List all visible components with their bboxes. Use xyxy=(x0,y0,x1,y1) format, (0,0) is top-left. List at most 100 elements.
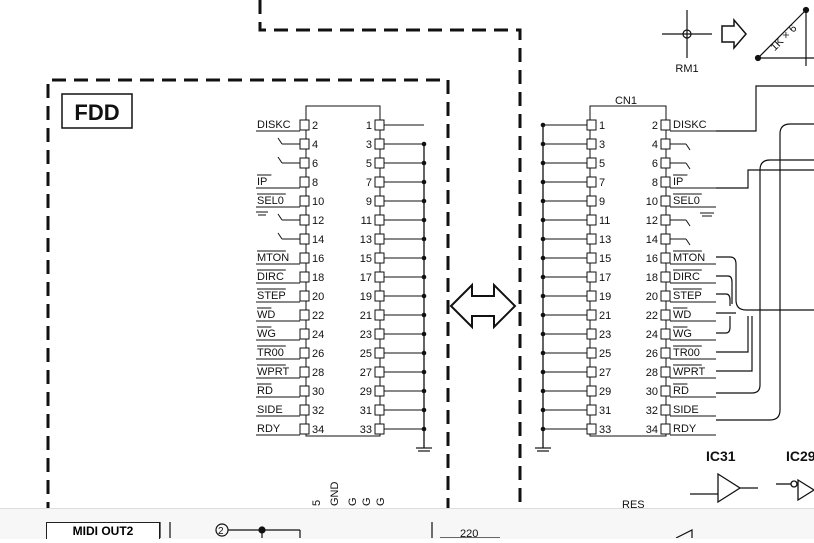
bidirectional-arrow xyxy=(451,285,515,327)
fdd-pin-20-terminal xyxy=(300,291,309,301)
fdd-junction-23 xyxy=(422,332,427,337)
fdd-bottom-label-1: GND xyxy=(329,482,341,507)
route-mton xyxy=(716,257,814,310)
cn1-pin-number-4: 4 xyxy=(652,139,658,151)
cn1-junction-7 xyxy=(541,180,546,185)
fdd-junction-13 xyxy=(422,237,427,242)
cn1-pin-number-11: 11 xyxy=(599,215,610,227)
cn1-signal-label-2: DISKC xyxy=(673,119,707,131)
route-tr00 xyxy=(716,316,748,352)
fdd-pin-30-terminal xyxy=(300,386,309,396)
cn1-pin-28-terminal xyxy=(661,367,670,377)
cn1-pin-number-25: 25 xyxy=(599,348,611,360)
fdd-junction-17 xyxy=(422,275,427,280)
cn1-pin-14-terminal xyxy=(661,234,670,244)
fdd-pin-12-terminal xyxy=(300,215,309,225)
route-step xyxy=(716,294,730,306)
cn1-pin-13-terminal xyxy=(587,234,596,244)
fdd-pin-number-6: 6 xyxy=(312,158,318,170)
fdd-pin-16-terminal xyxy=(300,253,309,263)
cn1-pin-6-terminal xyxy=(661,158,670,168)
cn1-ground-stub xyxy=(700,213,714,216)
fdd-bottom-label-2: G xyxy=(347,497,359,506)
fdd-signal-label-32: SIDE xyxy=(257,404,283,416)
rm1-symbol xyxy=(662,10,712,58)
resistor-220-label: 220 xyxy=(460,528,478,538)
cn1-pin-3-terminal xyxy=(587,139,596,149)
cn1-signal-routing xyxy=(716,86,814,420)
fdd-junction-19 xyxy=(422,294,427,299)
cn1-signal-label-34: RDY xyxy=(673,423,697,435)
fdd-pin-number-23: 23 xyxy=(360,329,372,341)
fdd-pin-15-terminal xyxy=(375,253,384,263)
fdd-signal-label-2: DISKC xyxy=(257,119,291,131)
fdd-bottom-label-4: G xyxy=(375,497,387,506)
cn1-pin-number-19: 19 xyxy=(599,291,611,303)
fdd-pin-number-12: 12 xyxy=(312,215,324,227)
fdd-signal-label-16: MTON xyxy=(257,252,289,264)
cn1-pin-number-8: 8 xyxy=(652,177,658,189)
cn1-pin-number-21: 21 xyxy=(599,310,611,322)
cn1-pin-5-terminal xyxy=(587,158,596,168)
cn1-junction-3 xyxy=(541,142,546,147)
fdd-signal-label-26: TR00 xyxy=(257,347,284,359)
cn1-signal-label-22: WD xyxy=(673,309,691,321)
fdd-pin-32-terminal xyxy=(300,405,309,415)
fdd-pin-number-9: 9 xyxy=(366,196,372,208)
fdd-pin-number-1: 1 xyxy=(366,120,372,132)
fdd-pin-13-terminal xyxy=(375,234,384,244)
fdd-pin-number-32: 32 xyxy=(312,405,324,417)
ic31-label: IC31 xyxy=(706,448,736,464)
fdd-pin-2-terminal xyxy=(300,120,309,130)
fdd-pin-number-26: 26 xyxy=(312,348,324,360)
ic29-gate-symbol xyxy=(776,480,814,500)
cn1-junction-25 xyxy=(541,351,546,356)
cn1-signal-label-18: DIRC xyxy=(673,271,700,283)
cn1-pin-4-terminal xyxy=(661,139,670,149)
cn1-pin-number-2: 2 xyxy=(652,120,658,132)
fdd-pin-6-terminal xyxy=(300,158,309,168)
cn1-pin-7-terminal xyxy=(587,177,596,187)
fdd-pin-3-terminal xyxy=(375,139,384,149)
cn1-pin-19-terminal xyxy=(587,291,596,301)
fdd-pin-number-10: 10 xyxy=(312,196,324,208)
fdd-pin-number-33: 33 xyxy=(360,424,372,436)
fdd-signal-label-24: WG xyxy=(257,328,276,340)
cn1-signal-label-26: TR00 xyxy=(673,347,700,359)
cn1-pin-24-terminal xyxy=(661,329,670,339)
cn1-pin-number-20: 20 xyxy=(646,291,658,303)
fdd-pin-29-terminal xyxy=(375,386,384,396)
rm1-arrow xyxy=(722,20,746,48)
route-ip xyxy=(716,170,814,188)
fdd-junction-21 xyxy=(422,313,427,318)
cn1-signal-label-8: IP xyxy=(673,176,683,188)
fdd-signal-label-28: WPRT xyxy=(257,366,289,378)
cn1-junction-23 xyxy=(541,332,546,337)
cn1-pin-number-5: 5 xyxy=(599,158,605,170)
fdd-pin-number-29: 29 xyxy=(360,386,372,398)
cn1-junction-31 xyxy=(541,408,546,413)
fdd-bottom-label-0: 5 xyxy=(311,500,323,506)
cn1-signal-label-28: WPRT xyxy=(673,366,705,378)
fdd-pin-number-4: 4 xyxy=(312,139,318,151)
route-bus-outer xyxy=(716,124,814,420)
cn1-junction-5 xyxy=(541,161,546,166)
fdd-pin-number-27: 27 xyxy=(360,367,372,379)
cn1-pin-15-terminal xyxy=(587,253,596,263)
fdd-pin-31-terminal xyxy=(375,405,384,415)
fdd-pin-18-terminal xyxy=(300,272,309,282)
cn1-junction-21 xyxy=(541,313,546,318)
cn1-pin-16-terminal xyxy=(661,253,670,263)
cn1-pin-number-27: 27 xyxy=(599,367,611,379)
cn1-ground-symbol xyxy=(535,448,551,451)
cn1-pin-number-16: 16 xyxy=(646,253,658,265)
rm1-label: RM1 xyxy=(675,63,698,75)
fdd-pin-25-terminal xyxy=(375,348,384,358)
cn1-junction-27 xyxy=(541,370,546,375)
fdd-pin-number-8: 8 xyxy=(312,177,318,189)
fdd-junction-25 xyxy=(422,351,427,356)
fdd-pin-28-terminal xyxy=(300,367,309,377)
fdd-junction-29 xyxy=(422,389,427,394)
